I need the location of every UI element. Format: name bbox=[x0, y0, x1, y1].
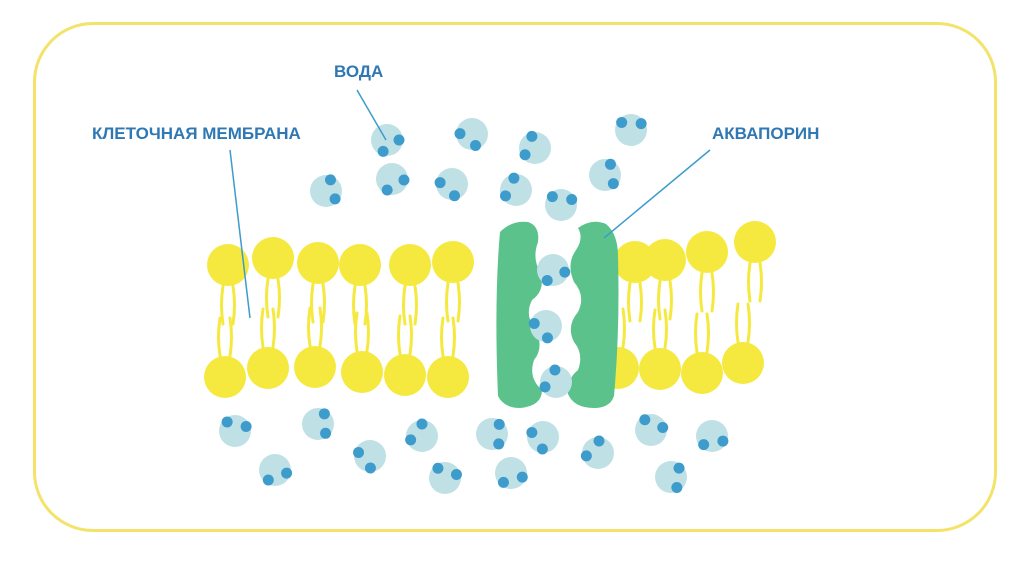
phospholipid bbox=[432, 241, 474, 323]
phospholipid bbox=[207, 244, 249, 326]
phospholipid bbox=[614, 241, 656, 323]
water-molecule bbox=[302, 408, 334, 440]
membrane-label: КЛЕТОЧНАЯ МЕМБРАНА bbox=[92, 124, 301, 143]
water-molecule bbox=[500, 172, 532, 206]
phospholipid bbox=[252, 237, 294, 319]
aquaporin-right-half bbox=[567, 221, 619, 408]
water-molecule bbox=[371, 124, 405, 157]
diagram-frame bbox=[33, 22, 997, 532]
water-molecule bbox=[434, 168, 468, 202]
water-molecule bbox=[655, 461, 687, 493]
water-molecule bbox=[615, 114, 647, 146]
water-molecule bbox=[429, 462, 462, 494]
phospholipid bbox=[294, 306, 336, 388]
water-label: ВОДА bbox=[334, 62, 383, 81]
water-molecule bbox=[310, 174, 342, 207]
phospholipid bbox=[734, 221, 776, 303]
water-molecule bbox=[405, 418, 438, 452]
water-molecule bbox=[696, 420, 729, 452]
water-molecule bbox=[580, 435, 614, 469]
water-molecule bbox=[495, 457, 528, 489]
aquaporin-leader-line bbox=[603, 149, 711, 239]
water-molecule bbox=[526, 421, 559, 455]
phospholipid bbox=[639, 308, 681, 390]
phospholipid bbox=[341, 311, 383, 393]
water-leader-line bbox=[356, 89, 387, 141]
water-molecule bbox=[353, 440, 386, 474]
phospholipid bbox=[686, 231, 728, 313]
water-molecule bbox=[589, 158, 621, 191]
phospholipid bbox=[384, 314, 426, 396]
phospholipid bbox=[681, 312, 723, 394]
phospholipid bbox=[339, 244, 381, 326]
lipid-bilayer bbox=[204, 221, 776, 398]
water-molecules bbox=[219, 114, 729, 494]
phospholipid bbox=[204, 316, 246, 398]
water-molecule bbox=[454, 118, 488, 151]
water-molecule bbox=[476, 418, 508, 450]
water-molecule bbox=[376, 163, 410, 196]
water-molecule bbox=[519, 130, 551, 164]
phospholipid bbox=[297, 242, 339, 324]
membrane-leader-line bbox=[229, 149, 251, 319]
water-molecule bbox=[539, 364, 572, 398]
phospholipid bbox=[427, 316, 469, 398]
aquaporin-label: АКВАПОРИН bbox=[712, 124, 819, 143]
water-molecule bbox=[528, 310, 562, 344]
phospholipid bbox=[644, 239, 686, 321]
phospholipid bbox=[247, 307, 289, 389]
water-molecule bbox=[635, 414, 669, 446]
aquaporin-left-half bbox=[496, 221, 542, 408]
phospholipid bbox=[389, 244, 431, 326]
leader-lines bbox=[229, 89, 711, 319]
water-molecule bbox=[537, 254, 571, 287]
aquaporin-channel bbox=[496, 221, 619, 408]
water-molecule bbox=[545, 189, 578, 221]
water-molecule bbox=[259, 454, 293, 486]
water-molecule bbox=[219, 415, 252, 447]
phospholipid bbox=[722, 302, 764, 384]
